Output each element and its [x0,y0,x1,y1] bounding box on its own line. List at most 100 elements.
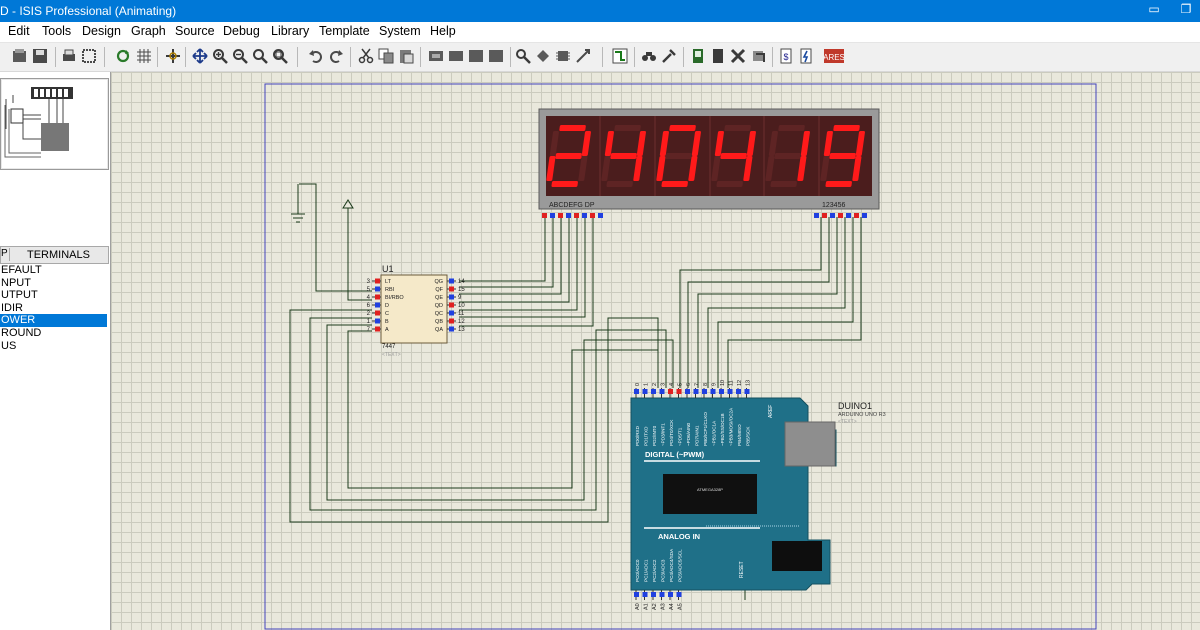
remove-sheet-icon[interactable] [710,48,726,64]
copy-icon[interactable] [378,48,394,64]
goto-sheet-icon[interactable] [750,48,766,64]
menu-design[interactable]: Design [82,24,121,38]
origin-icon[interactable] [165,48,181,64]
arduino-board[interactable]: 0PD0/RXD1PD1/TXD2PD2/INT03~PD3/INT14PD4/… [630,380,837,610]
menu-graph[interactable]: Graph [131,24,166,38]
ares-netlist-icon[interactable]: ARES [824,48,844,64]
print-area-icon[interactable] [81,48,97,64]
arduino-analog-pin-name: PC4/ADC4/SDA [669,548,674,582]
arduino-text: <TEXT> [838,419,857,425]
redo-icon[interactable] [328,48,344,64]
digit-1 [546,125,591,187]
menu-tools[interactable]: Tools [42,24,72,38]
segment-c [852,156,862,181]
menu-debug[interactable]: Debug [223,24,260,38]
package-tool-icon[interactable] [555,48,571,64]
segment-a [778,125,805,131]
maximize-icon[interactable]: ▭ [1148,2,1160,16]
arduino-pin-name: ~PD5/T1 [678,427,683,446]
zoom-out-icon[interactable] [232,48,248,64]
restore-icon[interactable]: ❐ [1180,2,1192,16]
arduino-pin-num: 0 [635,383,641,386]
decompose-icon[interactable] [575,48,591,64]
arduino-pin-name: PD0/RXD [635,425,640,446]
block-copy-icon[interactable] [428,48,444,64]
refresh-icon[interactable] [115,48,131,64]
segment-c [633,156,643,181]
search-tag-icon[interactable] [641,48,657,64]
segment-pin [582,213,587,218]
arduino-pin-num: 8 [703,383,709,386]
bill-of-materials-icon[interactable]: $ [778,48,794,64]
arduino-digital-pin [651,389,656,394]
menu-template[interactable]: Template [319,24,370,38]
segment-f [659,131,669,156]
make-device-icon[interactable] [535,48,551,64]
zoom-all-icon[interactable] [252,48,268,64]
segment-b [691,131,701,156]
decoder-pin-num: 10 [458,303,465,309]
electrical-rules-check-icon[interactable] [798,48,814,64]
decoder-pin-num: 4 [367,295,371,301]
terminal-default[interactable]: EFAULT [1,264,42,276]
segment-e [820,156,830,181]
pick-button[interactable]: P [1,248,10,261]
block-delete-icon[interactable] [488,48,504,64]
decoder-pin-name: QF [435,287,443,293]
segment-g [829,153,856,159]
open-icon[interactable] [12,48,28,64]
segment-c [743,156,753,181]
arduino-digital-pin [693,389,699,394]
grid-icon[interactable] [136,48,152,64]
menu-help[interactable]: Help [430,24,456,38]
menu-system[interactable]: System [379,24,421,38]
print-icon[interactable] [61,48,77,64]
decoder-pin [375,310,380,316]
arduino-pin-num: 10 [720,380,726,386]
overview-window[interactable] [0,78,109,170]
menu-edit[interactable]: Edit [8,24,30,38]
arduino-pin-name: PD4/T0/XCK [669,419,674,446]
decoder-pin-name: QD [435,303,443,309]
decoder-pin-num: 1 [367,319,371,325]
paste-icon[interactable] [398,48,414,64]
wire-autorouter-icon[interactable] [612,48,628,64]
arduino-pin-num: 6 [686,383,692,386]
decoder-pin [449,294,454,300]
exit-to-parent-icon[interactable] [730,48,746,64]
terminal-input[interactable]: NPUT [1,276,31,289]
terminals-header[interactable]: P TERMINALS [0,246,109,264]
property-assignment-icon[interactable] [661,48,677,64]
ground-icon [291,213,305,223]
pick-device-icon[interactable] [515,48,531,64]
pan-icon[interactable] [192,48,208,64]
zoom-in-icon[interactable] [212,48,228,64]
new-sheet-icon[interactable] [690,48,706,64]
zoom-area-icon[interactable] [272,48,288,64]
menu-bar: Edit Tools Design Graph Source Debug Lib… [0,22,1200,43]
arduino-pin-name: PD1/TXD [644,426,649,446]
title-bar: D - ISIS Professional (Animating) ▭ ❐ [0,0,1200,22]
terminal-bidir[interactable]: IDIR [1,301,23,314]
block-rotate-icon[interactable] [468,48,484,64]
cut-icon[interactable] [358,48,374,64]
undo-icon[interactable] [308,48,324,64]
arduino-pin-name: PB4/MISO [737,424,742,446]
digit-4 [711,125,756,187]
segment-f [823,131,833,156]
terminal-power[interactable]: OWER [0,314,107,327]
segment-a [833,125,860,131]
terminal-bus[interactable]: US [1,339,17,352]
arduino-pin-name: ~PB3/MOSI/OC2A [729,407,734,446]
arduino-digital-pin [744,389,750,394]
block-move-icon[interactable] [448,48,464,64]
segment-pin [566,213,571,218]
menu-source[interactable]: Source [175,24,215,38]
menu-library[interactable]: Library [271,24,310,38]
terminal-ground[interactable]: ROUND [1,326,42,339]
arduino-pin-name: ~PD3/INT1 [661,423,666,446]
terminal-output[interactable]: UTPUT [1,289,38,302]
save-icon[interactable] [32,48,48,64]
